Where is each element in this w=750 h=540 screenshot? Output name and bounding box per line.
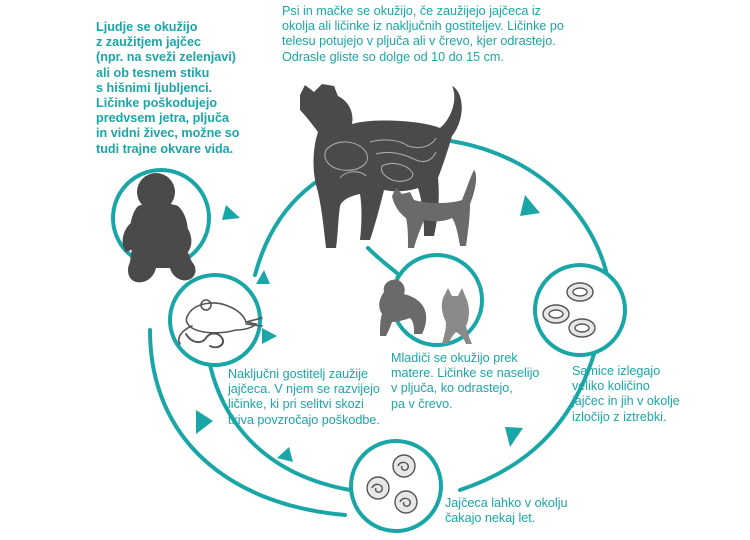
arrowhead-bottom-center bbox=[277, 447, 293, 462]
eggs-bottom-node-ring bbox=[349, 439, 443, 533]
eggs-right-icon bbox=[542, 282, 596, 338]
dog-organs-icon bbox=[324, 137, 437, 182]
arrowhead-mid-left bbox=[262, 328, 277, 344]
cycle-arrow-dog-to-eggs bbox=[434, 137, 612, 292]
arrowhead-right-bottom bbox=[505, 427, 523, 447]
arrowhead-left-top bbox=[222, 205, 240, 220]
puppy-kitten-icon bbox=[379, 279, 472, 344]
adult-host-infection-text: Psi in mačke se okužijo, če zaužijejo ja… bbox=[282, 4, 564, 64]
dog-icon bbox=[300, 84, 462, 248]
cat-icon bbox=[392, 170, 477, 248]
cycle-arrow-eggs-to-environment bbox=[458, 338, 600, 492]
eggs-right-node-ring bbox=[533, 263, 627, 357]
worm-icon bbox=[185, 332, 224, 349]
eggs-environment-text: Jajčeca lahko v okolju čakajo nekaj let. bbox=[445, 496, 568, 526]
mouse-node-ring bbox=[168, 273, 262, 367]
cycle-arrow-dog-to-puppies bbox=[366, 246, 404, 280]
mouse-icon bbox=[177, 299, 263, 345]
cycle-arrow-environment-to-human bbox=[148, 328, 347, 517]
eggs-bottom-icon bbox=[366, 454, 418, 514]
human-infection-text: Ljudje se okužijo z zaužitjem jajčec (np… bbox=[96, 20, 240, 156]
arrowhead-right-top bbox=[520, 195, 540, 216]
egg-shedding-text: Samice izlegajo veliko količino jajčec i… bbox=[572, 364, 680, 424]
puppy-infection-text: Mladiči se okužijo prek matere. Ličinke … bbox=[391, 351, 540, 411]
sitting-child-icon bbox=[122, 173, 196, 283]
arrowhead-bottom-left bbox=[196, 410, 213, 434]
paratenic-host-text: Naključni gostitelj zaužije jajčeca. V n… bbox=[228, 367, 380, 427]
arrowhead-inner-mid bbox=[256, 270, 270, 284]
